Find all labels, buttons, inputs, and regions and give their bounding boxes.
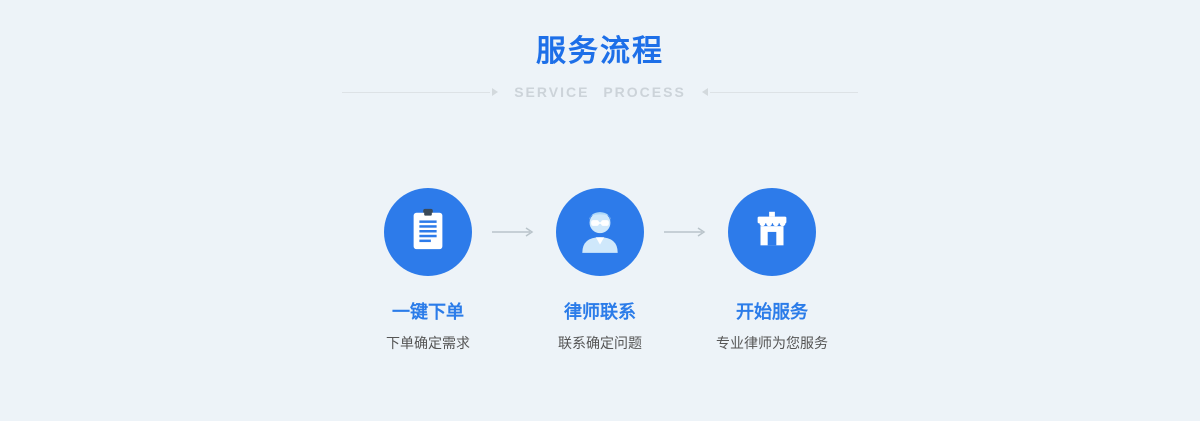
right-arrow-icon xyxy=(492,227,534,237)
step-service-title: 开始服务 xyxy=(736,302,808,322)
store-icon xyxy=(749,207,795,258)
clipboard-icon xyxy=(405,207,451,258)
process-steps: 一键下单 下单确定需求 xyxy=(0,188,1200,353)
step-order-title: 一键下单 xyxy=(392,302,464,322)
arrow-1 xyxy=(492,188,536,276)
step-order-circle xyxy=(384,188,472,276)
step-lawyer-title: 律师联系 xyxy=(564,302,636,322)
arrow-2 xyxy=(664,188,708,276)
lawyer-icon xyxy=(575,205,625,260)
right-arrow-icon xyxy=(664,227,706,237)
decor-arrow-left-icon xyxy=(701,88,708,96)
page-title: 服务流程 xyxy=(536,35,664,68)
step-service-start: 开始服务 专业律师为您服务 xyxy=(708,188,836,353)
step-service-desc: 专业律师为您服务 xyxy=(716,335,828,351)
decor-line-right xyxy=(709,91,858,93)
step-lawyer-circle xyxy=(556,188,644,276)
section-header: 服务流程 SERVICE PROCESS xyxy=(0,0,1200,100)
step-order: 一键下单 下单确定需求 xyxy=(364,188,492,353)
step-lawyer-desc: 联系确定问题 xyxy=(558,335,642,351)
subtitle-row: SERVICE PROCESS xyxy=(0,84,1200,100)
step-order-desc: 下单确定需求 xyxy=(386,335,470,351)
step-service-circle xyxy=(728,188,816,276)
section-subtitle: SERVICE PROCESS xyxy=(514,84,686,100)
decor-arrow-right-icon xyxy=(492,88,499,96)
step-lawyer-contact: 律师联系 联系确定问题 xyxy=(536,188,664,353)
decor-line-left xyxy=(342,91,491,93)
